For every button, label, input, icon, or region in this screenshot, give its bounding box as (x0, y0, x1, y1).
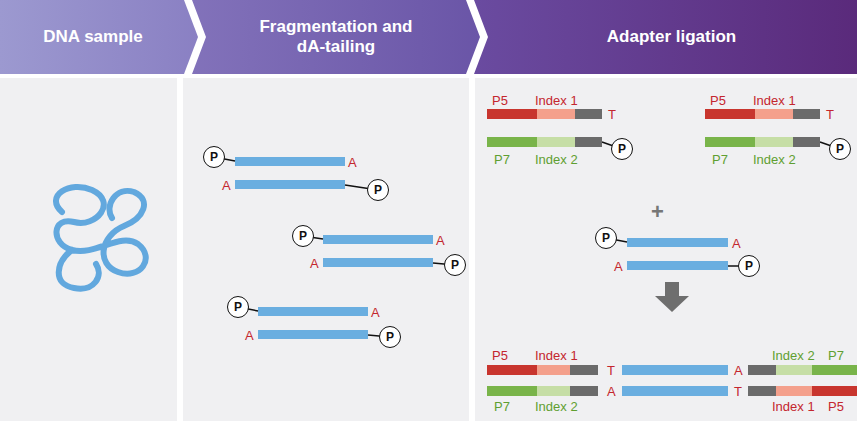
dna-squiggle (56, 187, 146, 289)
step-header: Adapter ligation (474, 0, 857, 74)
step-header: Fragmentation and dA-tailing (192, 0, 480, 74)
phosphate-label: P (374, 184, 382, 196)
sequence-label: P5 (710, 93, 726, 108)
phosphate-circle: P (203, 146, 225, 168)
sequence-label: A (310, 256, 319, 271)
sequence-label: Index 2 (535, 152, 578, 167)
panel (183, 78, 469, 421)
sequence-label: A (436, 233, 445, 248)
phosphate-label: P (602, 232, 610, 244)
sequence-label: A (222, 178, 231, 193)
sequence-label: T (607, 363, 615, 378)
phosphate-circle: P (738, 255, 760, 277)
step-header: DNA sample (0, 0, 198, 74)
phosphate-circle: P (829, 138, 851, 160)
phosphate-circle: P (611, 138, 633, 160)
adapter (487, 109, 602, 147)
panel (475, 78, 857, 421)
phosphate-links (214, 142, 840, 337)
sequence-label: P5 (492, 93, 508, 108)
step-title: Fragmentation and dA-tailing (233, 17, 439, 57)
sequence-label: + (651, 200, 664, 224)
sequence-label: P7 (494, 152, 510, 167)
sequence-label: P7 (712, 152, 728, 167)
sequence-label: Index 2 (772, 348, 815, 363)
sequence-label: Index 1 (535, 348, 578, 363)
phosphate-circle: P (444, 254, 466, 276)
sequence-label: A (371, 305, 380, 320)
sequence-label: P7 (494, 399, 510, 414)
dna-strands (235, 157, 728, 396)
sequence-label: A (614, 259, 623, 274)
sequence-label: T (608, 107, 616, 122)
phosphate-circle: P (227, 296, 249, 318)
phosphate-label: P (836, 143, 844, 155)
sequence-label: Index 1 (753, 93, 796, 108)
step-title: Adapter ligation (589, 27, 742, 47)
panel (0, 78, 177, 421)
sequence-label: T (826, 107, 834, 122)
sequence-label: A (607, 384, 616, 399)
sequence-label: A (348, 155, 357, 170)
sequence-label: P7 (828, 348, 844, 363)
phosphate-label: P (618, 143, 626, 155)
sequence-label: T (734, 384, 742, 399)
phosphate-label: P (386, 331, 394, 343)
sequence-label: Index 2 (753, 152, 796, 167)
sequence-label: A (732, 236, 741, 251)
phosphate-label: P (234, 301, 242, 313)
sequence-label: P5 (828, 399, 844, 414)
ligated-product (487, 365, 857, 396)
sequence-label: P5 (492, 348, 508, 363)
phosphate-circle: P (595, 227, 617, 249)
step-title: DNA sample (37, 27, 161, 47)
phosphate-label: P (451, 259, 459, 271)
sequence-label: A (245, 328, 254, 343)
phosphate-circle: P (379, 326, 401, 348)
sequence-label: A (734, 363, 743, 378)
adapter (705, 109, 820, 147)
sequence-label: Index 1 (772, 399, 815, 414)
down-arrow (655, 282, 689, 312)
sequence-label: Index 1 (535, 93, 578, 108)
phosphate-label: P (745, 260, 753, 272)
phosphate-label: P (299, 230, 307, 242)
phosphate-label: P (210, 151, 218, 163)
phosphate-circle: P (367, 179, 389, 201)
phosphate-circle: P (292, 225, 314, 247)
sequence-label: Index 2 (535, 399, 578, 414)
